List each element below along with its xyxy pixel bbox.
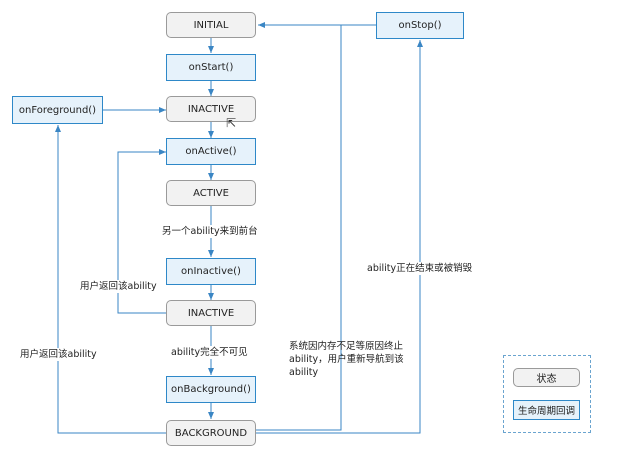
state-inactive-2: INACTIVE (166, 300, 256, 326)
callback-onbackground: onBackground() (166, 376, 256, 403)
legend-callback-swatch: 生命周期回调 (513, 400, 580, 420)
arrow-background-to-onstop (256, 40, 423, 434)
label-system-terminate: 系统因内存不足等原因终止ability，用户重新导航到该ability (289, 341, 404, 378)
callback-onstop: onStop() (376, 12, 464, 39)
state-active: ACTIVE (166, 180, 256, 206)
arrow-inactive-to-onactive-return (117, 149, 166, 314)
arrow-background-to-initial-system (256, 25, 342, 431)
callback-onstart: onStart() (166, 54, 256, 81)
callback-onforeground: onForeground() (12, 96, 103, 124)
state-initial: INITIAL (166, 12, 256, 38)
legend-state-swatch: 状态 (513, 368, 580, 387)
mouse-cursor-icon: ⇱ (226, 116, 237, 130)
legend (503, 355, 591, 433)
label-another-ability-foreground: 另一个ability来到前台 (162, 225, 258, 238)
label-user-return-inactive: 用户返回该ability (80, 280, 157, 293)
label-invisible: ability完全不可见 (171, 346, 248, 359)
label-ability-destroy: ability正在结束或被销毁 (367, 262, 473, 275)
callback-onactive: onActive() (166, 138, 256, 165)
arrow-background-to-onforeground (55, 125, 166, 434)
callback-oninactive: onInactive() (166, 258, 256, 285)
state-background: BACKGROUND (166, 420, 256, 446)
state-inactive: INACTIVE (166, 96, 256, 122)
label-user-return-background: 用户返回该ability (20, 348, 97, 361)
